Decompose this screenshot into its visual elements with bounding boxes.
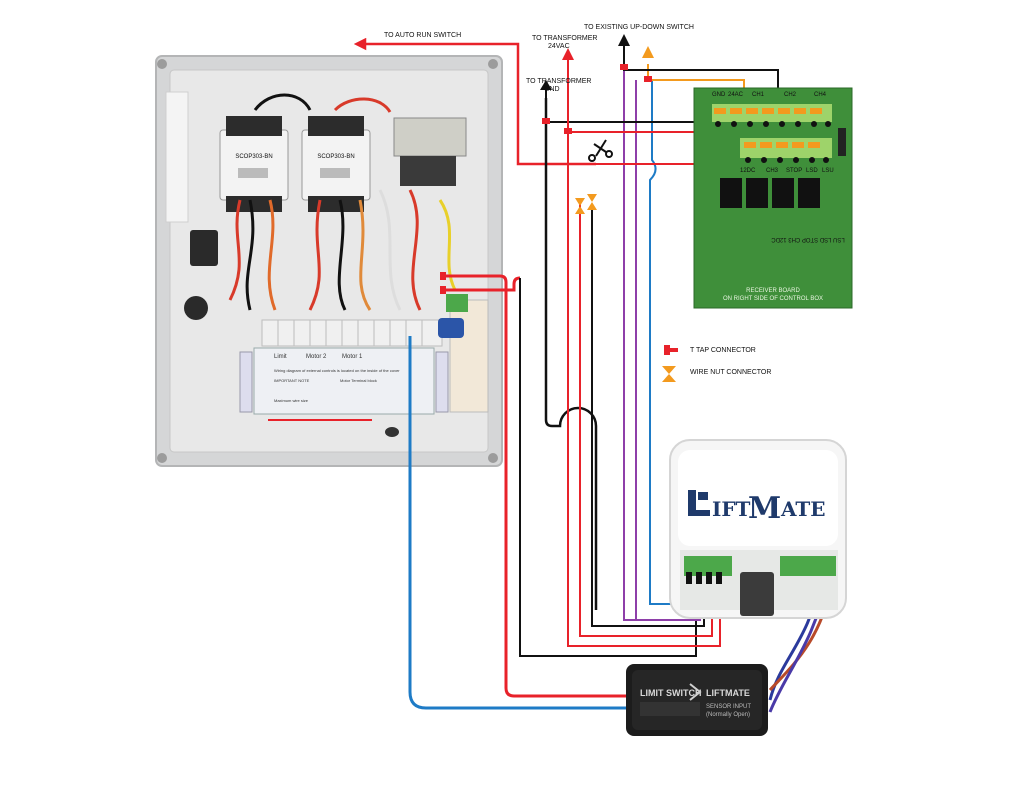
control-box: SCOP303-BN SCOP303-BN [155,55,503,467]
mirrored-labels: LSU LSD STOP CH3 12DC [771,236,845,242]
terminal-label-motor2: Motor 2 [306,354,327,360]
transformer-gnd-label: TO TRANSFORMER [526,78,591,85]
terminal-24ac: 24AC [728,92,744,98]
t-tap-connectors [440,64,652,294]
screw-icon [157,59,167,69]
terminal-strip [261,319,443,347]
info-panel [253,347,435,415]
chevron-right-icon [689,683,702,701]
sensor-line1: SENSOR INPUT [706,704,751,710]
sensor-line2: (Normally Open) [706,712,750,718]
sensor-title: LIMIT SWITCH [640,688,702,698]
panel-line: Wiring diagram of external controls is l… [274,368,400,373]
t-tap-legend-icon [664,345,678,355]
contactor-1: SCOP303-BN [219,116,289,212]
wire-nut-legend-icon [662,366,676,382]
legend: T TAP CONNECTOR WIRE NUT CONNECTOR [662,345,771,382]
terminal-12dc: 12DC [740,168,756,174]
liftmate-device: IFT M ATE [669,439,847,619]
sensor-spec-block [640,702,700,716]
liftmate-logo: IFT M ATE [688,490,826,526]
contactor-2: SCOP303-BN [301,116,371,212]
terminal-label-limit: Limit [274,354,287,360]
limit-switch-sensor: LIMIT SWITCH LIFTMATE SENSOR INPUT (Norm… [626,664,768,736]
legend-t-tap: T TAP CONNECTOR [690,347,756,354]
panel-line: IMPORTANT NOTE [274,378,310,383]
screw-icon [488,453,498,463]
terminal-label-motor1: Motor 1 [342,354,363,360]
legend-wire-nut: WIRE NUT CONNECTOR [690,369,771,376]
logo-m: M [748,491,781,526]
receiver-caption-sub: ON RIGHT SIDE OF CONTROL BOX [723,296,823,302]
up-down-switch-label: TO EXISTING UP-DOWN SWITCH [584,24,694,31]
rocker-switch [190,230,218,266]
wire-nut-icons [575,194,597,214]
terminal-lsd: LSD [806,168,818,174]
terminal-ch1: CH1 [752,92,765,98]
sensor-brand: LIFTMATE [706,688,750,698]
receiver-board: GND 24AC CH1 CH2 CH4 [693,87,853,309]
transformer-24vac-label: TO TRANSFORMER [532,35,597,42]
contactor-label: SCOP303-BN [317,154,354,160]
terminal-stop: STOP [786,168,802,174]
green-connector [446,294,468,312]
key-switch [184,296,208,320]
terminal-ch3: CH3 [766,168,779,174]
terminal-ch4: CH4 [814,92,827,98]
auto-run-label: TO AUTO RUN SWITCH [384,32,461,39]
logo-ate: ATE [780,497,826,521]
panel-line: Motor Terminal block [340,378,377,383]
logo-ift: IFT [712,497,751,521]
wire-cutter-icon [588,139,613,162]
transformer-24vac-sub: 24VAC [548,43,570,50]
terminal-lsu: LSU [822,168,834,174]
panel-line: Maximum wire size [274,398,309,403]
relays [720,178,820,208]
contactor-label: SCOP303-BN [235,154,272,160]
screw-icon [157,453,167,463]
transformer-gnd-sub: GND [544,86,560,93]
terminal-ch2: CH2 [784,92,797,98]
terminal-gnd: GND [712,92,726,98]
internal-wiring [228,93,457,311]
transformer [393,117,467,157]
receiver-caption: RECEIVER BOARD [746,288,800,294]
screw-icon [488,59,498,69]
